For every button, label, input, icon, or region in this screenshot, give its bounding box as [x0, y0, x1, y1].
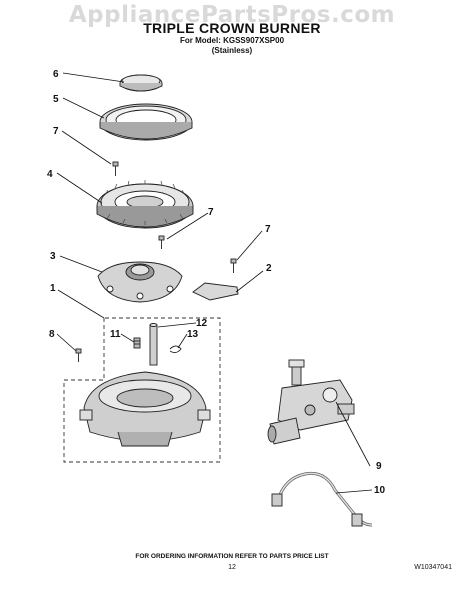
- finish-label: (Stainless): [211, 46, 253, 55]
- callout-5: 5: [53, 94, 59, 105]
- callout-8: 8: [49, 329, 55, 340]
- page-number: 12: [228, 564, 236, 571]
- part-8-screw: [75, 348, 82, 362]
- leader-lines: [56, 72, 373, 494]
- part-11-orifice: [133, 337, 141, 349]
- part-1-assembly-outline: [63, 317, 221, 463]
- part-7-screw-a: [112, 161, 119, 176]
- callout-7: 7: [53, 126, 59, 137]
- callout-3: 3: [50, 251, 56, 262]
- callout-6: 6: [53, 69, 59, 80]
- part-12-tube: [149, 323, 158, 366]
- part-3-burner-base: [97, 261, 183, 303]
- callout-1: 1: [50, 283, 56, 294]
- part-4-burner-head: [96, 180, 194, 229]
- callout-7: 7: [265, 224, 271, 235]
- burner-bowl: [79, 371, 211, 447]
- ordering-note: FOR ORDERING INFORMATION REFER TO PARTS …: [135, 553, 329, 560]
- part-13-clip: [169, 345, 182, 354]
- part-7-screw-b: [158, 235, 165, 249]
- part-6-burner-cap: [119, 74, 163, 92]
- document-id: W10347041: [414, 564, 452, 571]
- watermark: AppliancePartsPros.com: [68, 2, 396, 28]
- callout-4: 4: [47, 169, 53, 180]
- page-title: TRIPLE CROWN BURNER: [143, 20, 321, 36]
- callout-13: 13: [187, 329, 199, 340]
- model-number: For Model: KGSS907XSP00: [179, 36, 285, 45]
- callout-11: 11: [110, 329, 121, 340]
- callout-2: 2: [266, 263, 272, 274]
- part-9-gas-valve: [267, 359, 355, 445]
- part-10-gas-tube: [271, 471, 373, 527]
- part-5-burner-ring: [99, 103, 193, 141]
- part-2-bracket: [192, 282, 239, 301]
- callout-9: 9: [376, 461, 382, 472]
- callout-7: 7: [208, 207, 214, 218]
- part-7-screw-c: [230, 258, 237, 273]
- callout-12: 12: [196, 318, 208, 329]
- callout-10: 10: [374, 485, 386, 496]
